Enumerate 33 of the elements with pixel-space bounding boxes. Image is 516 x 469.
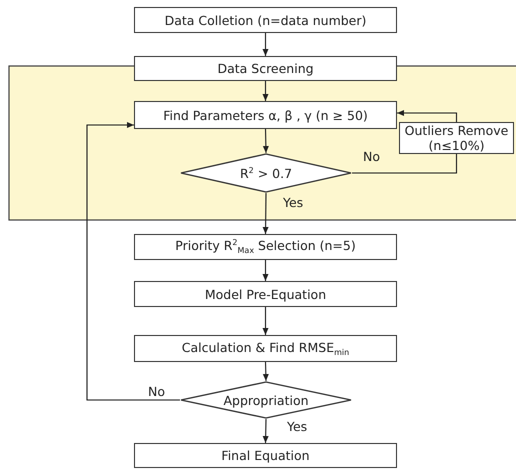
edge-label: Yes — [286, 420, 308, 434]
arrow — [262, 260, 268, 281]
node-text: Find Parameters α, β , γ (n ≥ 50) — [163, 108, 368, 122]
arrow — [262, 362, 269, 382]
arrow — [397, 110, 458, 122]
node-text: Priority R$^{2}$$_{Max}$ Selection (n=5) — [175, 238, 356, 256]
node-text: Data Screening — [217, 61, 314, 76]
process-box — [134, 281, 397, 307]
process-box — [134, 335, 397, 362]
process-box — [134, 234, 397, 260]
arrow — [262, 193, 269, 234]
arrow — [86, 122, 180, 401]
edge-label: Yes — [282, 196, 304, 210]
node-text: R$^{2}$ > 0.7 — [240, 166, 292, 180]
node-text: Model Pre-Equation — [204, 286, 326, 302]
arrow — [262, 418, 269, 444]
process-box — [134, 7, 397, 33]
arrow — [262, 81, 268, 101]
decision-diamond — [180, 153, 352, 193]
arrow — [262, 128, 269, 154]
edge-label: No — [362, 150, 381, 164]
process-box — [134, 443, 397, 468]
arrow — [262, 33, 268, 56]
node-text: Appropriation — [223, 392, 309, 408]
node-text: Calculation & Find RMSE$_{min}$ — [182, 340, 350, 358]
edge-label: No — [147, 385, 166, 399]
node-text: Outliers Remove (n≤10%) — [404, 123, 510, 153]
process-box — [134, 56, 397, 81]
arrow — [262, 307, 268, 335]
node-text: Data Colletion (n=data number) — [164, 12, 366, 28]
decision-diamond — [180, 381, 352, 419]
process-box — [134, 101, 397, 129]
node-text: Final Equation — [221, 448, 310, 463]
